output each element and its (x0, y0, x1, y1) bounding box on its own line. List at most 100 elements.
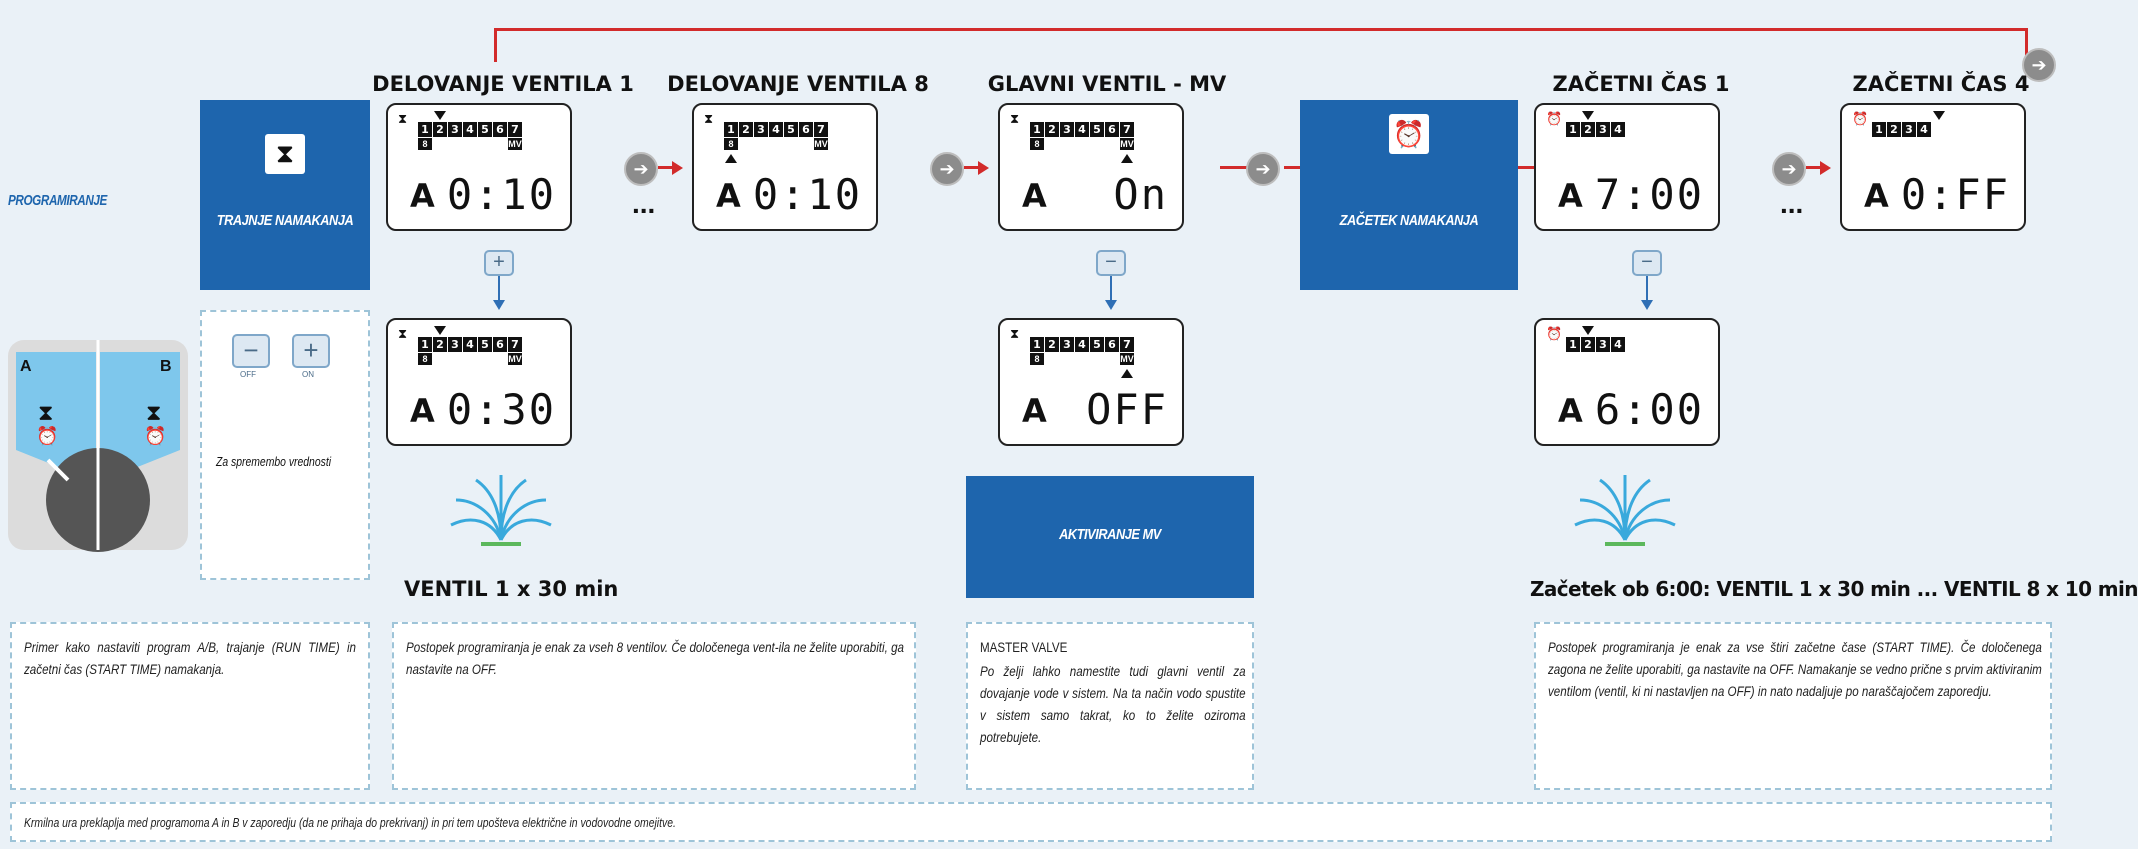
down-arrow-icon (1105, 300, 1117, 310)
feedback-line-top (494, 28, 2028, 31)
sub-8: 8 (724, 138, 738, 150)
program-letter: A (1022, 177, 1047, 215)
flow-arrowhead (1820, 161, 1831, 175)
alarm-clock-icon: ⏰ (1852, 111, 1869, 126)
down-line (498, 276, 500, 302)
lcd-value: 0:30 (446, 385, 556, 434)
title-start-time-4: ZAČETNI ČAS 4 (1852, 72, 2030, 96)
title-master-valve: GLAVNI VENTIL - MV (987, 72, 1227, 96)
flow-line (1284, 166, 1304, 169)
plus-button[interactable]: + (484, 250, 514, 276)
lcd-value: 7:00 (1594, 170, 1704, 219)
hourglass-icon: ⧗ (146, 400, 162, 425)
sub-mv: MV (1120, 353, 1134, 365)
flow-line (964, 166, 980, 169)
note-start-times: Postopek programiranja je enak za vse št… (1534, 622, 2052, 790)
programming-label: PROGRAMIRANJE (8, 192, 107, 209)
title-valve-1: DELOVANJE VENTILA 1 (372, 72, 634, 96)
ellipsis: ... (632, 188, 656, 219)
feedback-line-left (494, 28, 497, 62)
program-letter: A (716, 177, 741, 215)
dial-label-a: A (20, 358, 32, 375)
alarm-clock-icon: ⏰ (1546, 111, 1563, 126)
program-letter: A (1022, 392, 1047, 430)
flow-line (658, 166, 674, 169)
sub-mv: MV (814, 138, 828, 150)
dial-graphic (8, 340, 188, 552)
loop-arrow-icon: ➔ (2022, 48, 2056, 82)
sprinkler-icon (1574, 475, 1676, 546)
alarm-clock-icon: ⏰ (1546, 326, 1563, 341)
program-letter: A (410, 392, 435, 430)
lcd-value: 0:10 (752, 170, 862, 219)
flow-line (1516, 166, 1536, 169)
minus-button[interactable]: − (1632, 250, 1662, 276)
note-intro: Primer kako nastaviti program A/B, traja… (10, 622, 370, 790)
hourglass-icon: ⧗ (398, 111, 408, 126)
start-box: ⏰ ZAČETEK NAMAKANJA (1300, 100, 1518, 290)
controller-dial: A B ⧗ ⏰ ⧗ ⏰ (8, 340, 188, 552)
plus-button[interactable]: + (292, 334, 330, 368)
note-master-title: MASTER VALVE (980, 639, 1068, 655)
flow-line (1220, 166, 1250, 169)
lcd-value: OFF (1086, 385, 1168, 434)
hourglass-icon: ⧗ (265, 134, 305, 174)
sub-8: 8 (418, 138, 432, 150)
note-master-valve: MASTER VALVE Po želji lahko namestite tu… (966, 622, 1254, 790)
note-intro-text: Primer kako nastaviti program A/B, traja… (24, 639, 356, 677)
minus-button[interactable]: − (232, 334, 270, 368)
alarm-clock-icon: ⏰ (144, 426, 167, 446)
valve-result-caption: VENTIL 1 x 30 min (404, 577, 619, 601)
sub-8: 8 (1030, 138, 1044, 150)
lcd-value: 6:00 (1594, 385, 1704, 434)
hourglass-icon: ⧗ (38, 400, 54, 425)
program-letter: A (410, 177, 435, 215)
flow-line (1806, 166, 1822, 169)
down-arrow-icon (493, 300, 505, 310)
sub-mv: MV (508, 138, 522, 150)
next-arrow-icon: ➔ (1246, 152, 1280, 186)
title-valve-8: DELOVANJE VENTILA 8 (667, 72, 929, 96)
note-start-text: Postopek programiranja je enak za vse št… (1548, 639, 2042, 699)
note-valves-text: Postopek programiranja je enak za vseh 8… (406, 639, 904, 677)
sub-8: 8 (418, 353, 432, 365)
start-result-caption: Začetek ob 6:00: VENTIL 1 x 30 min ... V… (1530, 577, 2138, 601)
duration-box: ⧗ TRAJNJE NAMAKANJA (200, 100, 370, 290)
down-arrow-icon (1641, 300, 1653, 310)
duration-label: TRAJNJE NAMAKANJA (216, 212, 354, 229)
ellipsis: ... (1780, 188, 1804, 219)
hourglass-icon: ⧗ (1010, 111, 1020, 126)
sub-mv: MV (508, 353, 522, 365)
next-arrow-icon: ➔ (1772, 152, 1806, 186)
lcd-value: On (1113, 170, 1168, 219)
next-arrow-icon: ➔ (930, 152, 964, 186)
sprinkler-icon (450, 475, 552, 546)
flow-arrowhead (672, 161, 683, 175)
note-master-text: Po želji lahko namestite tudi glavni ven… (980, 663, 1246, 745)
hourglass-icon: ⧗ (1010, 326, 1020, 341)
note-valves: Postopek programiranja je enak za vseh 8… (392, 622, 916, 790)
next-arrow-icon: ➔ (624, 152, 658, 186)
lcd-value: 0:10 (446, 170, 556, 219)
program-letter: A (1558, 392, 1583, 430)
change-values-label: Za spremembo vrednosti (216, 454, 332, 469)
lcd-value: 0:FF (1900, 170, 2010, 219)
feedback-line-right (2025, 28, 2028, 62)
hourglass-icon: ⧗ (704, 111, 714, 126)
alarm-clock-icon: ⏰ (36, 426, 59, 446)
minus-button[interactable]: − (1096, 250, 1126, 276)
sub-8: 8 (1030, 353, 1044, 365)
